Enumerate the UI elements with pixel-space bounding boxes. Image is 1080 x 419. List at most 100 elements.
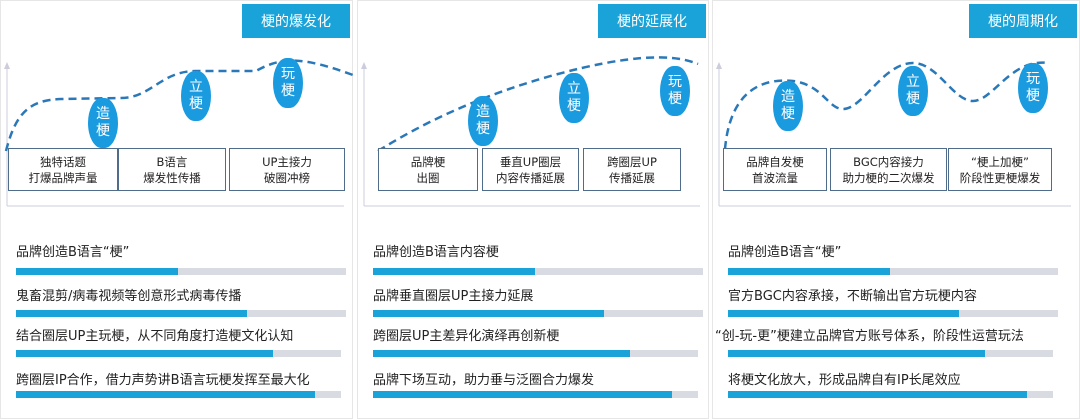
strategy-item: 品牌创造B语言内容梗 <box>373 245 499 260</box>
progress-fill <box>16 350 273 357</box>
stage-pill: 立梗 <box>559 73 589 123</box>
trend-curve <box>723 61 1049 150</box>
progress-fill <box>16 310 247 317</box>
pill-char: 立 <box>567 81 581 97</box>
stage-pill: 玩梗 <box>273 58 303 108</box>
box-line: 爆发性传播 <box>143 170 201 185</box>
pill-char: 梗 <box>476 121 490 137</box>
y-axis-arrow <box>361 62 367 69</box>
panel-title: 梗的周期化 <box>969 4 1077 38</box>
stage-pill: 造梗 <box>468 96 498 146</box>
stage-pill: 造梗 <box>88 98 118 148</box>
progress-fill <box>728 310 959 317</box>
pill-char: 玩 <box>668 74 682 90</box>
strategy-item: 品牌下场互动，助力垂与泛圈合力爆发 <box>373 373 595 388</box>
strategy-item: 品牌创造B语言“梗” <box>16 245 130 260</box>
progress-fill <box>728 391 1027 398</box>
pill-char: 玩 <box>1026 71 1040 87</box>
progress-fill <box>728 268 890 275</box>
box-line: 传播延展 <box>609 170 655 185</box>
progress-bar <box>16 310 346 317</box>
strategy-item: 将梗文化放大，形成品牌自有IP长尾效应 <box>728 373 961 388</box>
progress-bar <box>373 310 703 317</box>
y-axis-arrow <box>4 62 10 69</box>
trend-curve <box>377 56 699 153</box>
progress-fill <box>16 268 178 275</box>
progress-fill <box>16 391 315 398</box>
box-line: UP主接力 <box>262 154 312 169</box>
box-line: 首波流量 <box>752 170 798 185</box>
pill-char: 梗 <box>567 98 581 114</box>
stage-pill: 玩梗 <box>1018 63 1048 113</box>
trend-chart <box>4 59 354 207</box>
pill-char: 造 <box>96 106 110 122</box>
pill-char: 立 <box>906 74 920 90</box>
trend-curve <box>4 59 354 152</box>
stage-box: B语言爆发性传播 <box>118 148 226 191</box>
stage-box: “梗上加梗”阶段性更梗爆发 <box>948 148 1052 191</box>
strategy-item: “创-玩-更”梗建立品牌官方账号体系，阶段性运营玩法 <box>715 329 1024 344</box>
strategy-item: 结合圈层UP主玩梗，从不同角度打造梗文化认知 <box>16 329 294 344</box>
strategy-item: 鬼畜混剪/病毒视频等创意形式病毒传播 <box>16 289 242 304</box>
pill-char: 造 <box>781 89 795 105</box>
progress-fill <box>373 350 630 357</box>
strategy-item: 品牌创造B语言“梗” <box>728 245 842 260</box>
stage-pill: 立梗 <box>898 66 928 116</box>
progress-fill <box>373 391 672 398</box>
strategy-item: 跨圈层IP合作，借力声势讲B语言玩梗发挥至最大化 <box>16 373 310 388</box>
progress-bar <box>728 391 1053 398</box>
progress-fill <box>373 268 535 275</box>
strategy-item: 官方BGC内容承接，不断输出官方玩梗内容 <box>728 289 977 304</box>
stage-box: 垂直UP圈层内容传播延展 <box>482 148 579 191</box>
stage-box: 独特话题打爆品牌声量 <box>8 148 118 191</box>
progress-bar <box>728 268 1058 275</box>
box-line: BGC内容接力 <box>853 154 924 169</box>
pill-char: 梗 <box>906 91 920 107</box>
stage-box: 品牌梗出圈 <box>378 148 478 191</box>
stage-box: 品牌自发梗首波流量 <box>723 148 827 191</box>
pill-char: 玩 <box>281 66 295 82</box>
box-line: 垂直UP圈层 <box>499 154 562 169</box>
progress-bar <box>373 350 698 357</box>
box-line: B语言 <box>156 154 188 169</box>
panel-title: 梗的爆发化 <box>242 4 350 38</box>
stage-pill: 造梗 <box>773 81 803 131</box>
box-line: 品牌梗 <box>410 154 446 169</box>
stage-box: BGC内容接力助力梗的二次爆发 <box>830 148 947 191</box>
strategy-item: 跨圈层UP主差异化演绎再创新梗 <box>373 329 560 344</box>
pill-char: 立 <box>189 79 203 95</box>
box-line: 助力梗的二次爆发 <box>842 170 935 185</box>
y-axis-arrow <box>716 62 722 69</box>
box-line: 阶段性更梗爆发 <box>959 170 1041 185</box>
pill-char: 梗 <box>1026 88 1040 104</box>
box-line: 出圈 <box>416 170 440 185</box>
pill-char: 梗 <box>668 91 682 107</box>
pill-char: 梗 <box>781 106 795 122</box>
progress-bar <box>16 391 341 398</box>
stage-pill: 立梗 <box>181 71 211 121</box>
trend-chart <box>361 56 700 207</box>
progress-bar <box>373 391 698 398</box>
box-line: 品牌自发梗 <box>746 154 804 169</box>
progress-bar <box>728 350 1053 357</box>
pill-char: 造 <box>476 104 490 120</box>
box-line: “梗上加梗” <box>971 154 1029 169</box>
stage-pill: 玩梗 <box>660 66 690 116</box>
pill-char: 梗 <box>96 123 110 139</box>
box-line: 内容传播延展 <box>496 170 565 185</box>
progress-bar <box>16 350 341 357</box>
progress-bar <box>16 268 346 275</box>
box-line: 打爆品牌声量 <box>28 170 98 185</box>
panel-title: 梗的延展化 <box>598 4 706 38</box>
pill-char: 梗 <box>189 96 203 112</box>
box-line: 破圈冲榜 <box>264 170 310 185</box>
box-line: 独特话题 <box>40 154 86 169</box>
trend-chart <box>716 61 1071 207</box>
pill-char: 梗 <box>281 83 295 99</box>
box-line: 跨圈层UP <box>607 154 657 169</box>
progress-bar <box>728 310 1058 317</box>
